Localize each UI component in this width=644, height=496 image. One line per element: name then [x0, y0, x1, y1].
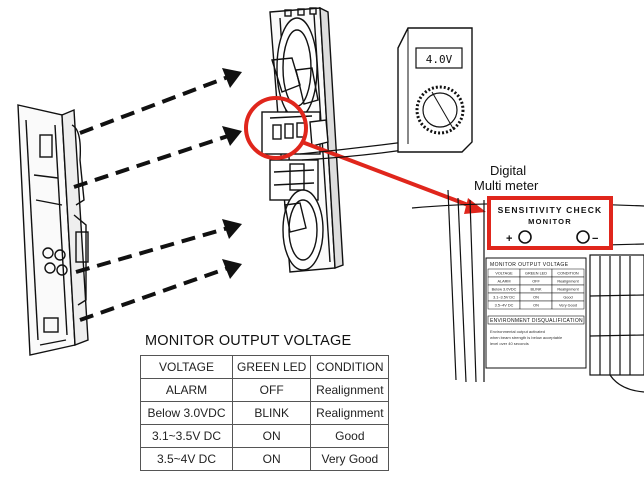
cell-green-led: OFF — [231, 378, 312, 402]
cell-voltage: Below 3.0VDC — [140, 401, 233, 425]
voltage-table-title: MONITOR OUTPUT VOLTAGE — [145, 333, 352, 349]
sensitivity-check-monitor-panel: SENSITIVITY CHECK MONITOR + − — [487, 196, 613, 250]
multimeter-reading: 4.0V — [426, 53, 453, 66]
mini-table-cell: Very Good — [559, 304, 577, 308]
mini-label-table: VOLTAGE GREEN LED CONDITION ALARM OFF Realign… — [487, 268, 585, 310]
mini-table-header-cell: GREEN LED — [525, 272, 547, 276]
mini-table-cell: ON — [533, 304, 539, 308]
header-voltage: VOLTAGE — [140, 355, 233, 379]
assembly-arrows — [73, 68, 242, 322]
mini-table-cell: 3.5~4V DC — [495, 304, 514, 308]
plus-test-point — [518, 230, 532, 244]
mini-table-cell: 3.1~3.5V DC — [493, 296, 515, 300]
mini-table-header-cell: CONDITION — [557, 272, 579, 276]
table-header-row: VOLTAGE GREEN LED CONDITION — [140, 355, 390, 379]
cell-condition: Realignment — [310, 401, 390, 425]
mini-table-header-cell: VOLTAGE — [495, 272, 513, 276]
minus-terminal-label: − — [592, 233, 598, 245]
table-row: Below 3.0VDC BLINK Realignment — [140, 401, 390, 425]
multimeter-label-line1: Digital — [490, 163, 526, 178]
mini-table-cell: BLINK — [531, 288, 542, 292]
mini-table-cell: Realignment — [557, 280, 579, 284]
header-condition: CONDITION — [310, 355, 390, 379]
cell-voltage: 3.5~4V DC — [140, 447, 233, 471]
table-row: ALARM OFF Realignment — [140, 378, 390, 402]
monitor-panel-title-line2: MONITOR — [528, 217, 572, 226]
mini-label-env-line3: level over 40 seconds — [490, 341, 529, 346]
mini-label-env-header: ENVIRONMENT DISQUALIFICATION — [490, 318, 583, 324]
plus-terminal-label: + — [506, 233, 512, 245]
mini-label-env-line1: Environmental output activated — [490, 329, 545, 334]
cell-voltage: 3.1~3.5V DC — [140, 424, 233, 448]
mini-label-header: MONITOR OUTPUT VOLTAGE — [490, 262, 569, 268]
mini-table-cell: Below 3.0VDC — [492, 288, 517, 292]
minus-test-point — [576, 230, 590, 244]
cell-voltage: ALARM — [140, 378, 233, 402]
table-row: 3.1~3.5V DC ON Good — [140, 424, 390, 448]
cell-green-led: BLINK — [231, 401, 312, 425]
mini-label-env-line2: when beam strength is below acceptable — [490, 335, 563, 340]
mini-table-cell-box — [551, 300, 585, 310]
housing-mini-label: MONITOR OUTPUT VOLTAGE VOLTAGE GREEN LED C… — [485, 257, 587, 369]
cell-condition: Realignment — [310, 378, 390, 402]
mini-table-cell: Realignment — [557, 288, 579, 292]
voltage-table: VOLTAGE GREEN LED CONDITION ALARM OFF Re… — [140, 355, 390, 471]
header-green-led: GREEN LED — [231, 355, 312, 379]
table-row: 3.5~4V DC ON Very Good — [140, 447, 390, 471]
mini-table-cell: OFF — [532, 280, 540, 284]
monitor-panel-title-line1: SENSITIVITY CHECK — [498, 205, 603, 215]
multimeter-dial — [415, 85, 465, 135]
cell-green-led: ON — [231, 447, 312, 471]
mini-table-cell: ALARM — [497, 280, 510, 284]
mini-table-cell: Good — [563, 296, 572, 300]
cell-condition: Good — [310, 424, 390, 448]
multimeter-label-line2: Multi meter — [474, 178, 539, 193]
rear-cover — [17, 104, 89, 356]
cell-green-led: ON — [231, 424, 312, 448]
mini-table-cell: ON — [533, 296, 539, 300]
digital-multimeter: 4.0V — [397, 27, 473, 153]
cell-condition: Very Good — [310, 447, 390, 471]
